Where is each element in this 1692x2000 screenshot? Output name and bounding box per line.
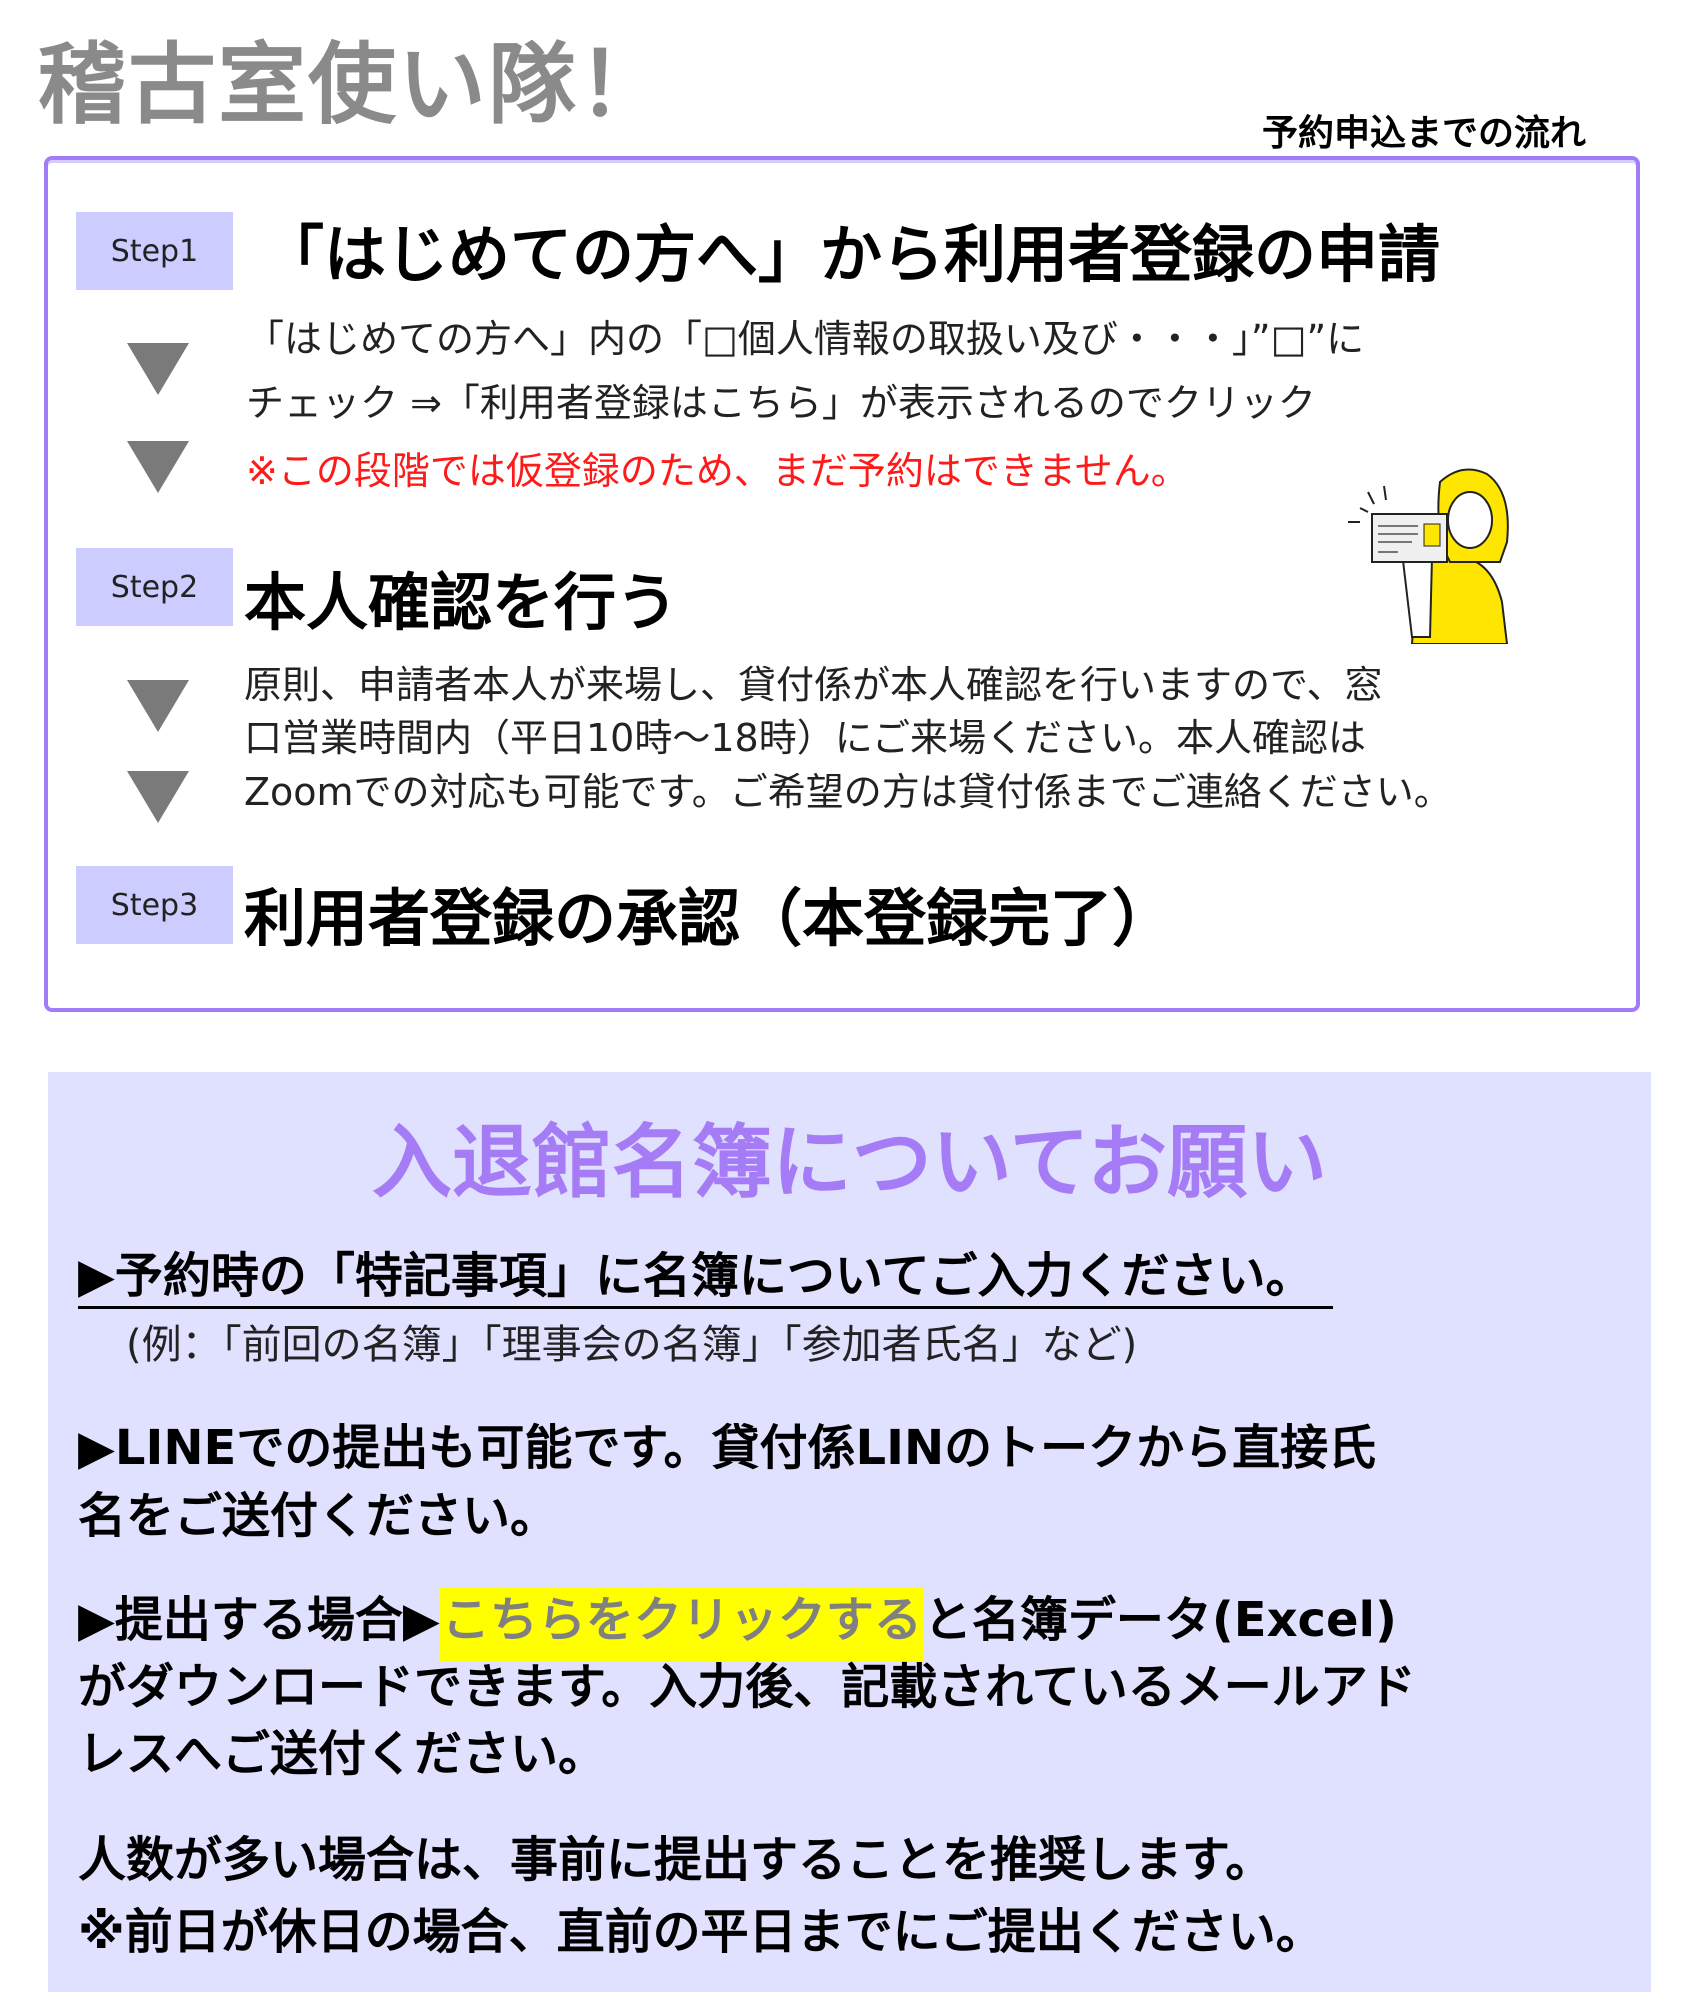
down-arrow-icon bbox=[127, 771, 189, 823]
roster-note: ※前日が休日の場合、直前の平日までにご提出ください。 bbox=[78, 1904, 1324, 1960]
roster-note: 人数が多い場合は、事前に提出することを推奨します。 bbox=[78, 1832, 1274, 1888]
roster-item-line: 名をご送付ください。 bbox=[78, 1488, 559, 1544]
download-prefix: ▶提出する場合▶ bbox=[78, 1592, 440, 1648]
step2-text-line: 原則、申請者本人が来場し、貸付係が本人確認を行いますので、窓 bbox=[244, 663, 1383, 707]
roster-item-special-notes: ▶予約時の「特記事項」に名簿についてご入力ください。 bbox=[78, 1236, 1334, 1309]
download-suffix: と名簿データ(Excel) bbox=[923, 1592, 1397, 1648]
step2-text-line: Zoomでの対応も可能です。ご希望の方は貸付係までご連絡ください。 bbox=[244, 770, 1452, 814]
step2-label: Step2 bbox=[76, 548, 233, 626]
roster-request-panel bbox=[48, 1072, 1651, 1992]
step1-text-line: チェック ⇒「利用者登録はこちら」が表示されるのでクリック bbox=[246, 381, 1316, 425]
step3-label: Step3 bbox=[76, 866, 233, 944]
step2-text-line: 口営業時間内（平日10時～18時）にご来場ください。本人確認は bbox=[244, 716, 1366, 760]
roster-item-line: がダウンロードできます。入力後、記載されているメールアド bbox=[78, 1659, 1416, 1715]
roster-item-example: (例：「前回の名簿」「理事会の名簿」「参加者氏名」など) bbox=[126, 1322, 1138, 1368]
page-title: 稽古室使い隊！ bbox=[38, 33, 669, 136]
step1-warning: ※この段階では仮登録のため、まだ予約はできません。 bbox=[246, 449, 1189, 493]
down-arrow-icon bbox=[127, 441, 189, 493]
roster-download-line: ▶提出する場合▶こちらをクリックすると名簿データ(Excel) bbox=[78, 1580, 1397, 1662]
down-arrow-icon bbox=[127, 680, 189, 732]
step2-heading: 本人確認を行う bbox=[244, 566, 679, 639]
registration-flow-box bbox=[44, 156, 1640, 1012]
roster-item-line: レスへご送付ください。 bbox=[78, 1726, 607, 1782]
down-arrow-icon bbox=[127, 343, 189, 395]
step1-text-line: 「はじめての方へ」内の「□個人情報の取扱い及び・・・」”□”に bbox=[246, 317, 1365, 361]
page-subtitle: 予約申込までの流れ bbox=[1262, 113, 1587, 154]
roster-item-line: ▶LINEでの提出も可能です。貸付係LINのトークから直接氏 bbox=[78, 1420, 1377, 1476]
person-holding-id-card-illustration bbox=[1348, 468, 1509, 644]
download-roster-link[interactable]: こちらをクリックする bbox=[439, 1588, 924, 1662]
step1-label: Step1 bbox=[76, 212, 233, 290]
roster-panel-title: 入退館名簿についてお願い bbox=[371, 1116, 1328, 1209]
step1-heading: 「はじめての方へ」から利用者登録の申請 bbox=[262, 218, 1441, 291]
step3-heading: 利用者登録の承認（本登録完了） bbox=[244, 882, 1175, 955]
